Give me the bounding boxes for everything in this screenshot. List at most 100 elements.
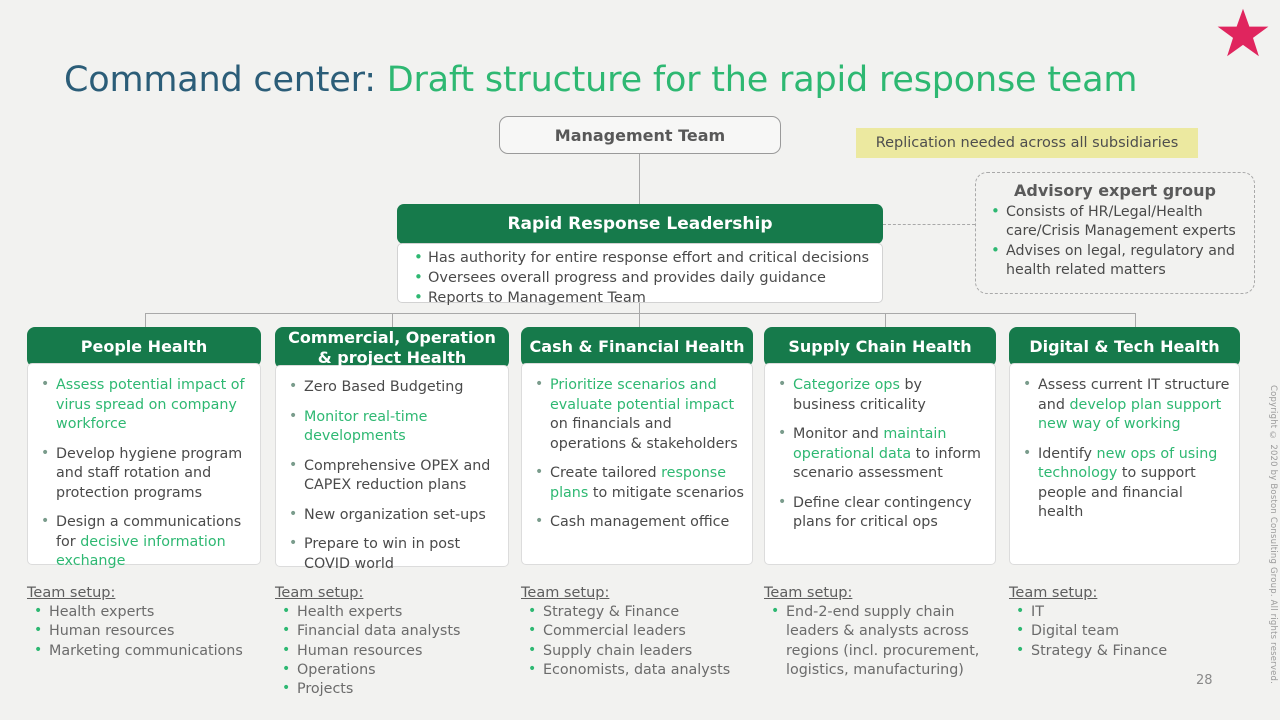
team-setup-title-text: Team setup: [764, 585, 853, 601]
pillar-bullet: Assess current IT structure and develop … [1016, 375, 1231, 435]
team-setup-list: ITDigital teamStrategy & Finance [1009, 602, 1250, 661]
team-setup-title-text: Team setup: [1009, 585, 1098, 601]
pillar-body: Assess potential impact of virus spread … [27, 363, 261, 569]
team-setup-item: Human resources [275, 641, 519, 661]
team-setup-item: Economists, data analysts [521, 660, 763, 680]
team-setup-list: Health expertsFinancial data analystsHum… [275, 602, 519, 699]
pillar-body: Prioritize scenarios and evaluate potent… [521, 363, 753, 565]
pillar-column: Commercial, Operation & project HealthZe… [275, 327, 509, 572]
pillar-title: Digital & Tech Health [1029, 337, 1220, 356]
bullet-text: on financials and operations & stakehold… [550, 416, 738, 452]
team-setup-item: Commercial leaders [521, 621, 763, 641]
pillar-bullet: Develop hygiene program and staff rotati… [34, 444, 252, 504]
bullet-text: Monitor and [793, 426, 884, 442]
rapid-response-leadership-header: Rapid Response Leadership [397, 204, 883, 244]
pillar-bullet: Prepare to win in post COVID world [282, 534, 500, 574]
bullet-text: Prepare to win in post COVID world [304, 536, 461, 572]
bullet-text: to mitigate scenarios [588, 484, 745, 501]
pillar-bullet: New organization set-ups [282, 505, 500, 526]
team-setup-title: Team setup: [1009, 585, 1250, 601]
team-setup-item: Supply chain leaders [521, 641, 763, 661]
bullet-highlight-text: Prioritize scenarios and evaluate potent… [550, 377, 735, 413]
title-part-2: Draft structure for the rapid response t… [386, 60, 1138, 100]
advisory-bullet: Consists of HR/Legal/Health care/Crisis … [986, 202, 1244, 241]
team-setup-title: Team setup: [764, 585, 1006, 601]
pillar-header[interactable]: Cash & Financial Health [521, 327, 753, 367]
pillar-bullet-list: Categorize ops by business criticalityMo… [771, 375, 987, 533]
bullet-text: to inform scenario assessment [793, 445, 981, 482]
team-setup-title-text: Team setup: [27, 585, 116, 601]
bullet-highlight-text: Assess potential impact of virus spread … [56, 377, 245, 432]
pillar-bullet: Monitor and maintain operational data to… [771, 424, 987, 484]
pillar-column: Digital & Tech HealthAssess current IT s… [1009, 327, 1240, 565]
team-setup-title: Team setup: [521, 585, 763, 601]
pillar-header[interactable]: Commercial, Operation & project Health [275, 327, 509, 369]
team-setup-title-text: Team setup: [521, 585, 610, 601]
pillar-header[interactable]: Digital & Tech Health [1009, 327, 1240, 367]
team-setup-title: Team setup: [27, 585, 271, 601]
team-setup-item: Health experts [27, 602, 271, 622]
team-setup-block: Team setup:Strategy & FinanceCommercial … [521, 585, 763, 680]
team-setup-title-text: Team setup: [275, 585, 364, 601]
bullet-highlight-text: decisive information exchange [56, 533, 226, 570]
management-team-box: Management Team [499, 116, 781, 154]
bullet-highlight-text: maintain operational data [793, 426, 947, 462]
leadership-bullet: Has authority for entire response effort… [408, 247, 874, 268]
pillar-bullet-list: Zero Based BudgetingMonitor real-time de… [282, 377, 500, 574]
pillar-bullet: Design a communications for decisive inf… [34, 512, 252, 572]
team-setup-item: Human resources [27, 621, 271, 641]
team-setup-item: Strategy & Finance [521, 602, 763, 622]
star-icon [1217, 8, 1269, 57]
pillar-body: Assess current IT structure and develop … [1009, 363, 1240, 565]
pillar-title: Supply Chain Health [788, 337, 972, 356]
team-setup-item: End-2-end supply chain leaders & analyst… [764, 602, 1006, 680]
copyright-text: Copyright © 2020 by Boston Consulting Gr… [1268, 385, 1278, 685]
bullet-text: by business criticality [793, 377, 926, 413]
bullet-text: Identify [1038, 445, 1097, 462]
page-title: Command center: Draft structure for the … [64, 60, 1137, 100]
team-setup-item: Projects [275, 679, 519, 699]
replication-banner-label: Replication needed across all subsidiari… [875, 135, 1179, 151]
advisory-bullet-list: Consists of HR/Legal/Health care/Crisis … [986, 202, 1244, 280]
advisory-expert-group: Advisory expert group Consists of HR/Leg… [975, 172, 1255, 294]
pillar-bullet: Prioritize scenarios and evaluate potent… [528, 375, 744, 454]
connector-drop-2 [392, 313, 394, 329]
pillar-column: Cash & Financial HealthPrioritize scenar… [521, 327, 753, 565]
leadership-bullet: Reports to Management Team [408, 287, 874, 308]
bullet-highlight-text: new ops of using technology [1038, 445, 1218, 482]
team-setup-list: End-2-end supply chain leaders & analyst… [764, 602, 1006, 680]
pillar-title: Commercial, Operation & project Health [288, 328, 496, 367]
team-setup-block: Team setup:End-2-end supply chain leader… [764, 585, 1006, 680]
pillar-title: Cash & Financial Health [529, 337, 745, 356]
pillar-header[interactable]: Supply Chain Health [764, 327, 996, 367]
advisory-title: Advisory expert group [1014, 181, 1216, 200]
bullet-text: Zero Based Budgeting [304, 379, 464, 395]
bullet-highlight-text: Categorize ops [793, 377, 900, 393]
pillar-bullet: Identify new ops of using technology to … [1016, 444, 1231, 523]
connector-drop-5 [1135, 313, 1137, 329]
pillar-bullet-list: Assess current IT structure and develop … [1016, 375, 1231, 523]
bullet-text: Create tailored [550, 465, 662, 481]
team-setup-item: Financial data analysts [275, 621, 519, 641]
team-setup-item: Digital team [1009, 621, 1250, 641]
bullet-text: Cash management office [550, 514, 730, 530]
leadership-bullet-list: Has authority for entire response effort… [408, 247, 874, 308]
connector-drop-1 [145, 313, 147, 329]
team-setup-item: Marketing communications [27, 641, 271, 661]
advisory-bullet: Advises on legal, regulatory and health … [986, 241, 1244, 280]
pillar-header[interactable]: People Health [27, 327, 261, 367]
team-setup-item: Strategy & Finance [1009, 641, 1250, 661]
pillar-column: Supply Chain HealthCategorize ops by bus… [764, 327, 996, 565]
connector-trunk [639, 303, 641, 314]
bullet-text: Develop hygiene program and staff rotati… [56, 445, 243, 501]
pillar-bullet: Monitor real-time developments [282, 407, 500, 447]
team-setup-list: Strategy & FinanceCommercial leadersSupp… [521, 602, 763, 680]
pillar-bullet: Comprehensive OPEX and CAPEX reduction p… [282, 456, 500, 496]
bullet-text: Comprehensive OPEX and CAPEX reduction p… [304, 457, 491, 494]
pillar-bullet: Define clear contingency plans for criti… [771, 493, 987, 533]
pillar-body: Zero Based BudgetingMonitor real-time de… [275, 365, 509, 572]
page-number: 28 [1196, 673, 1213, 688]
bullet-text: Define clear contingency plans for criti… [793, 494, 972, 531]
team-setup-title: Team setup: [275, 585, 519, 601]
